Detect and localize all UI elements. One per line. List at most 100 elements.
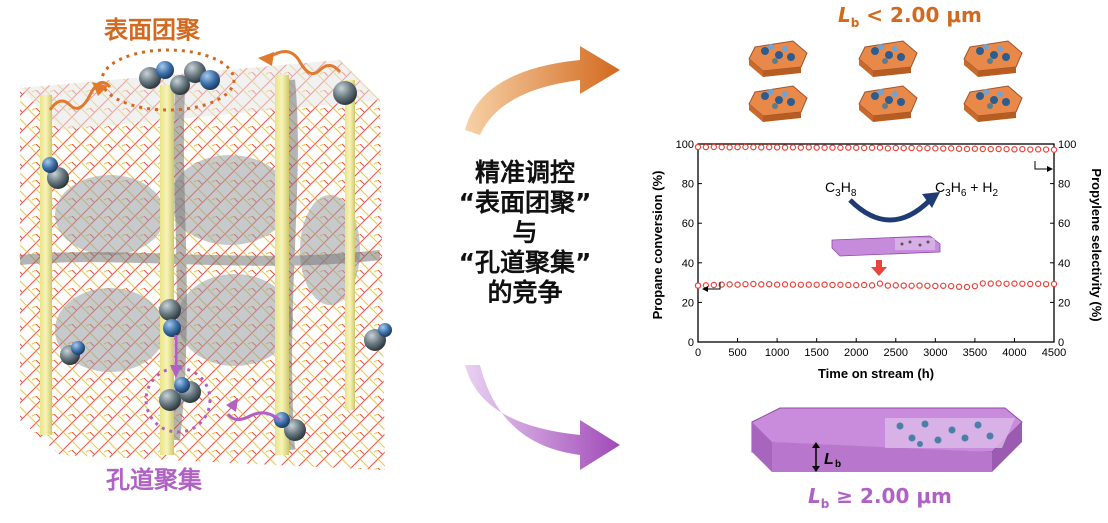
conversion-point [845,281,852,289]
lb-dimension-sub: b [835,459,841,470]
lb-small-label: Lb < 2.00 μm [838,3,982,30]
selectivity-axis-marker [1034,161,1047,170]
selectivity-point [971,145,979,152]
framework-pillars [40,75,355,455]
conversion-point [932,282,939,290]
conversion-point [979,280,986,287]
selectivity-point [1034,146,1042,153]
x-tick-label: 2500 [884,347,908,359]
y-tick-label-right: 100 [1058,139,1076,151]
selectivity-point [876,144,884,151]
selectivity-point [963,145,971,153]
crystal [963,85,1023,123]
conversion-point [987,280,994,287]
x-tick-label: 2000 [844,347,868,359]
selectivity-point [853,144,860,151]
y-tick-label-left: 40 [682,258,694,270]
selectivity-point [742,143,749,151]
reaction-arrow [848,198,932,223]
lb-large-label: Lb ≥ 2.00 μm [808,484,952,511]
selectivity-point [773,144,781,151]
conversion-point [963,283,971,291]
y-axis-label-right: Propylene selectivity (%) [1089,168,1104,321]
selectivity-point [924,144,931,152]
conversion-point [821,281,828,288]
pore-aggregation-marker [144,366,212,434]
x-tick-label: 1500 [804,347,828,359]
conversion-point [1003,280,1010,287]
crystal [748,85,808,123]
conversion-axis-marker [708,282,721,290]
pore-migration-arrows [174,335,281,422]
y-tick-label-left: 20 [682,297,694,309]
selectivity-point [694,143,702,151]
reaction-arrowhead [922,192,940,208]
y-tick-label-left: 100 [676,139,694,151]
conversion-point [1027,280,1034,288]
selectivity-point [805,144,812,151]
surface-agglomeration-label: 表面团聚 [104,16,200,44]
conversion-point [884,282,892,289]
conversion-point [955,283,963,290]
selectivity-point [868,144,876,151]
conversion-point [734,281,741,288]
pore-aggregation-label: 孔道聚集 [106,466,202,494]
surface-clusters [42,61,392,365]
selectivity-point [837,144,844,151]
purple-curved-arrow [465,365,620,470]
conversion-point [710,281,718,289]
plot-frame [697,143,1055,343]
x-tick-label: 500 [728,347,746,359]
y-tick-label-left: 60 [682,218,694,230]
lb-value: ≥ 2.00 μm [829,484,952,508]
selectivity-point [955,145,963,152]
conversion-point [694,282,702,289]
selectivity-point [726,144,733,151]
y-tick-label-right: 0 [1058,337,1064,349]
y-tick-label-right: 40 [1058,258,1070,270]
large-crystal: L b [751,407,1023,472]
center-line: 的竞争 [487,278,563,307]
y-tick-label-right: 80 [1058,179,1070,191]
conversion-point [940,282,947,289]
selectivity-point [892,144,899,152]
orange-curved-arrow [465,46,620,135]
y-tick-label-left: 0 [688,337,694,349]
small-crystals [748,40,1023,123]
selectivity-point [710,143,718,151]
conversion-point [853,281,860,289]
reactant-label: C3H8 [825,179,857,199]
selectivity-point [765,143,773,151]
conversion-point [876,280,884,287]
conversion-point [742,280,749,288]
x-tick-label: 1000 [765,347,789,359]
curved-arrows [465,46,620,470]
conversion-point [773,281,781,288]
surface-agglomeration-marker [100,48,236,112]
competition-text: 精准调控 “表面团聚” 与 “孔道聚集” 的竞争 [430,158,620,308]
x-axis-label: Time on stream (h) [818,366,934,381]
center-line: 精准调控 [474,158,575,187]
x-tick-label: 0 [695,347,701,359]
pore-clusters-small [896,420,994,447]
selectivity-point [1003,145,1010,153]
selectivity-point [718,143,725,151]
conversion-point [805,281,812,288]
conversion-point [837,281,844,288]
conversion-point [868,282,876,289]
crystal [858,85,918,123]
center-line: “表面团聚” [458,188,592,217]
lb-value: < 2.00 μm [859,3,982,27]
y-tick-label-right: 60 [1058,218,1070,230]
conversion-point [1034,280,1042,287]
conversion-point [924,282,931,289]
selectivity-point [845,144,852,151]
lb-subscript: b [850,16,860,30]
conversion-point [1011,280,1018,287]
conversion-point [789,281,797,288]
y-tick-label-right: 20 [1058,297,1070,309]
lb-letter: L [808,484,821,508]
conversion-point [781,281,789,288]
selectivity-point [932,145,939,152]
